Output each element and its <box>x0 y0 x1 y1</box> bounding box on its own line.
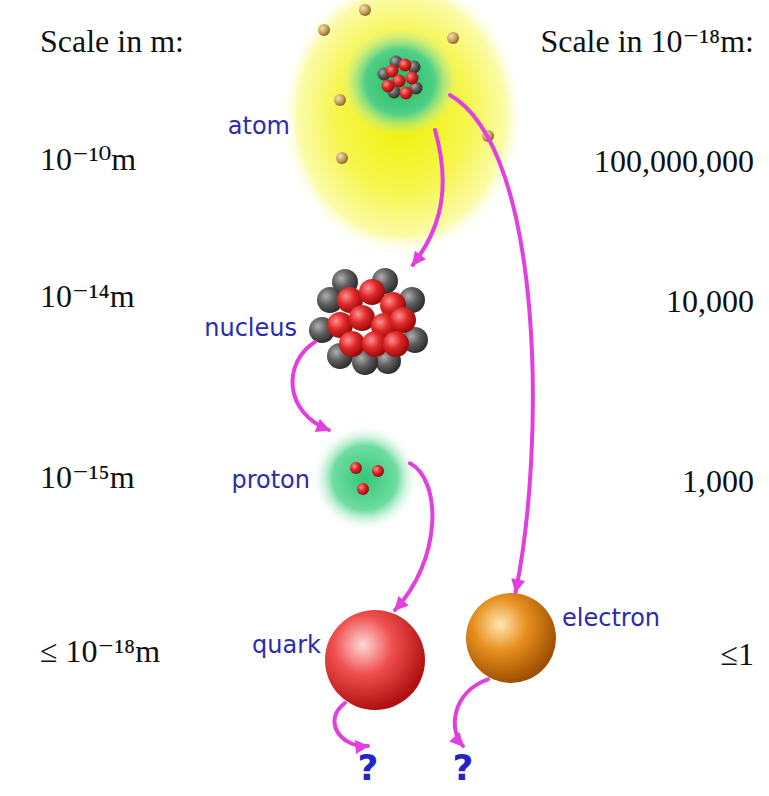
question-mark: ? <box>445 746 481 790</box>
particle-name: quark <box>252 631 321 659</box>
scale-heading: Scale in m: <box>40 22 184 60</box>
nucleus-glow <box>342 28 458 136</box>
nucleus-cluster <box>309 268 428 375</box>
quark-dot <box>357 483 369 495</box>
electron-dot <box>359 4 371 16</box>
decay-arrow <box>450 95 533 592</box>
electron-sphere <box>466 593 556 683</box>
proton-ball <box>383 331 409 357</box>
quark-sphere <box>325 610 425 710</box>
particle-node: proton <box>320 430 410 525</box>
proton-dot <box>382 80 395 93</box>
electron-dot <box>336 152 348 164</box>
decay-arrow <box>395 463 432 610</box>
scale-value: 1,000 <box>682 462 754 500</box>
question-node: ? <box>350 746 386 790</box>
proton-dot <box>399 59 412 72</box>
scale-value: 10⁻¹⁵m <box>40 458 135 496</box>
atom-electrons <box>318 4 494 164</box>
scale-heading: Scale in 10⁻¹⁸m: <box>540 22 754 60</box>
proton-glow <box>311 424 419 532</box>
particle-name: nucleus <box>204 314 297 342</box>
scale-value: 10⁻¹⁴m <box>40 277 135 315</box>
particle-name: electron <box>562 604 660 632</box>
atom-nucleus-cluster <box>378 56 423 100</box>
particle-name: atom <box>228 112 290 140</box>
scale-value: ≤ 10⁻¹⁸m <box>40 632 160 670</box>
scale-value: 10,000 <box>666 282 754 320</box>
quark-dot <box>372 465 384 477</box>
electron-dot <box>447 32 459 44</box>
proton-ball <box>339 331 365 357</box>
electron-dot <box>318 24 330 36</box>
question-node: ? <box>445 746 481 790</box>
particle-name: proton <box>231 466 310 494</box>
particle-node: electron <box>465 592 557 684</box>
quark-dot <box>350 462 362 474</box>
particle-node: quark <box>325 610 425 710</box>
proton-ball <box>390 307 416 333</box>
scale-value: ≤1 <box>720 635 754 673</box>
decay-arrow <box>293 342 329 430</box>
decay-arrow <box>413 130 443 265</box>
proton-dot <box>400 87 413 100</box>
question-mark: ? <box>350 746 386 790</box>
particle-node: atom <box>350 30 450 130</box>
particle-node: nucleus <box>315 265 430 375</box>
decay-arrow <box>334 703 368 746</box>
electron-dot <box>334 94 346 106</box>
scale-value: 10⁻¹⁰m <box>40 140 136 178</box>
proton-dot <box>406 72 419 85</box>
decay-arrow <box>455 679 488 746</box>
scale-value: 100,000,000 <box>594 142 754 180</box>
atom-glow <box>280 0 524 257</box>
